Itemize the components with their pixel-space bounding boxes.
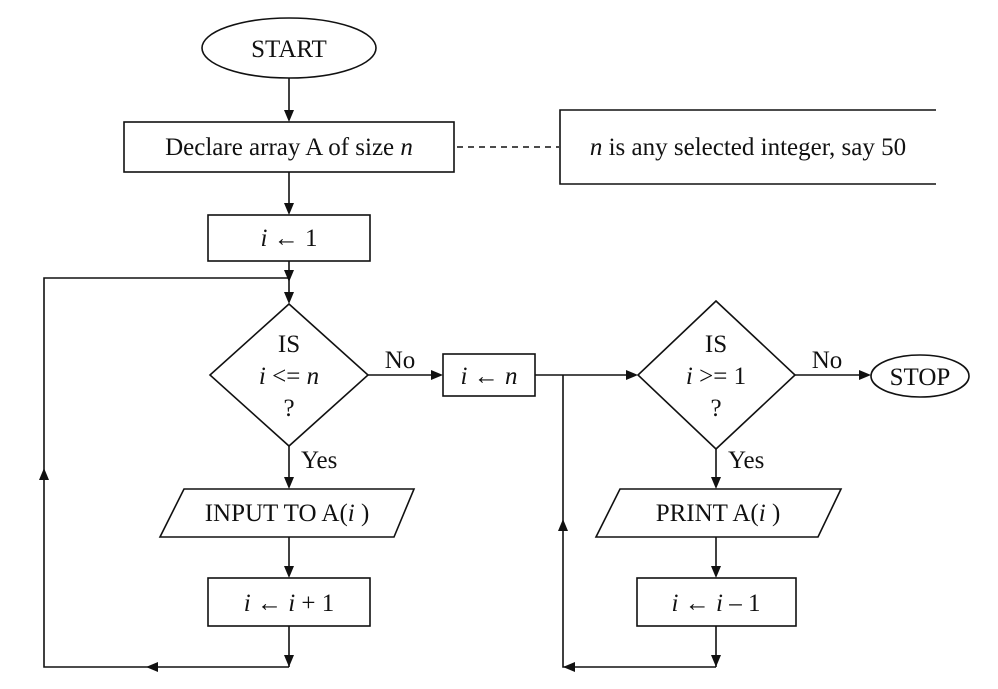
arrowhead-init (284, 203, 294, 215)
declare-array-box (123, 121, 455, 173)
decision1-line2: i <= n (259, 363, 319, 390)
yes-label-2: Yes (728, 447, 764, 474)
print-parallelogram (594, 488, 843, 538)
arrowhead-increment (284, 566, 294, 578)
arrowhead-loop1-left (146, 662, 158, 672)
arrowhead-set-n (431, 370, 443, 380)
decrement-box (636, 577, 797, 627)
decision2-line3: ? (710, 395, 721, 422)
decision1-line3: ? (283, 395, 294, 422)
set-n-label: i ← n (461, 363, 518, 390)
arrowhead-loop2-down (711, 655, 721, 667)
arrowhead-decrement (711, 566, 721, 578)
yes-label-1: Yes (301, 447, 337, 474)
stop-label: STOP (890, 364, 951, 391)
decrement-label: i ← i – 1 (672, 590, 761, 617)
arrowhead-cond2 (626, 370, 638, 380)
no-label-1: No (385, 347, 416, 374)
arrowhead-loop1-up (39, 468, 49, 480)
decision1-line1: IS (278, 331, 300, 358)
arrowhead-input (284, 477, 294, 489)
init-box (207, 214, 371, 262)
no-label-2: No (812, 347, 843, 374)
increment-box (207, 577, 371, 627)
arrowhead-loop2-left (563, 662, 575, 672)
annotation-note: n is any selected integer, say 50 (590, 134, 906, 161)
arrowhead-join (284, 270, 294, 282)
arrowhead-stop (859, 370, 871, 380)
decision2-line1: IS (705, 331, 727, 358)
decision2-line2: i >= 1 (686, 363, 746, 390)
stop-terminator (870, 354, 970, 398)
set-n-box (442, 353, 536, 397)
print-label: PRINT A(i ) (656, 500, 781, 527)
arrowhead-declare (284, 110, 294, 122)
arrowhead-print (711, 477, 721, 489)
start-label: START (251, 36, 327, 63)
annotation-bracket (559, 109, 936, 185)
arrowhead-loop2-up (558, 519, 568, 531)
arrowhead-loop1-down (284, 655, 294, 667)
increment-label: i ← i + 1 (244, 590, 335, 617)
arrowhead-cond1 (284, 292, 294, 304)
input-parallelogram (158, 488, 416, 538)
input-label: INPUT TO A(i ) (205, 500, 370, 527)
init-label: i ← 1 (261, 225, 318, 252)
declare-array-label: Declare array A of size n (165, 134, 413, 161)
